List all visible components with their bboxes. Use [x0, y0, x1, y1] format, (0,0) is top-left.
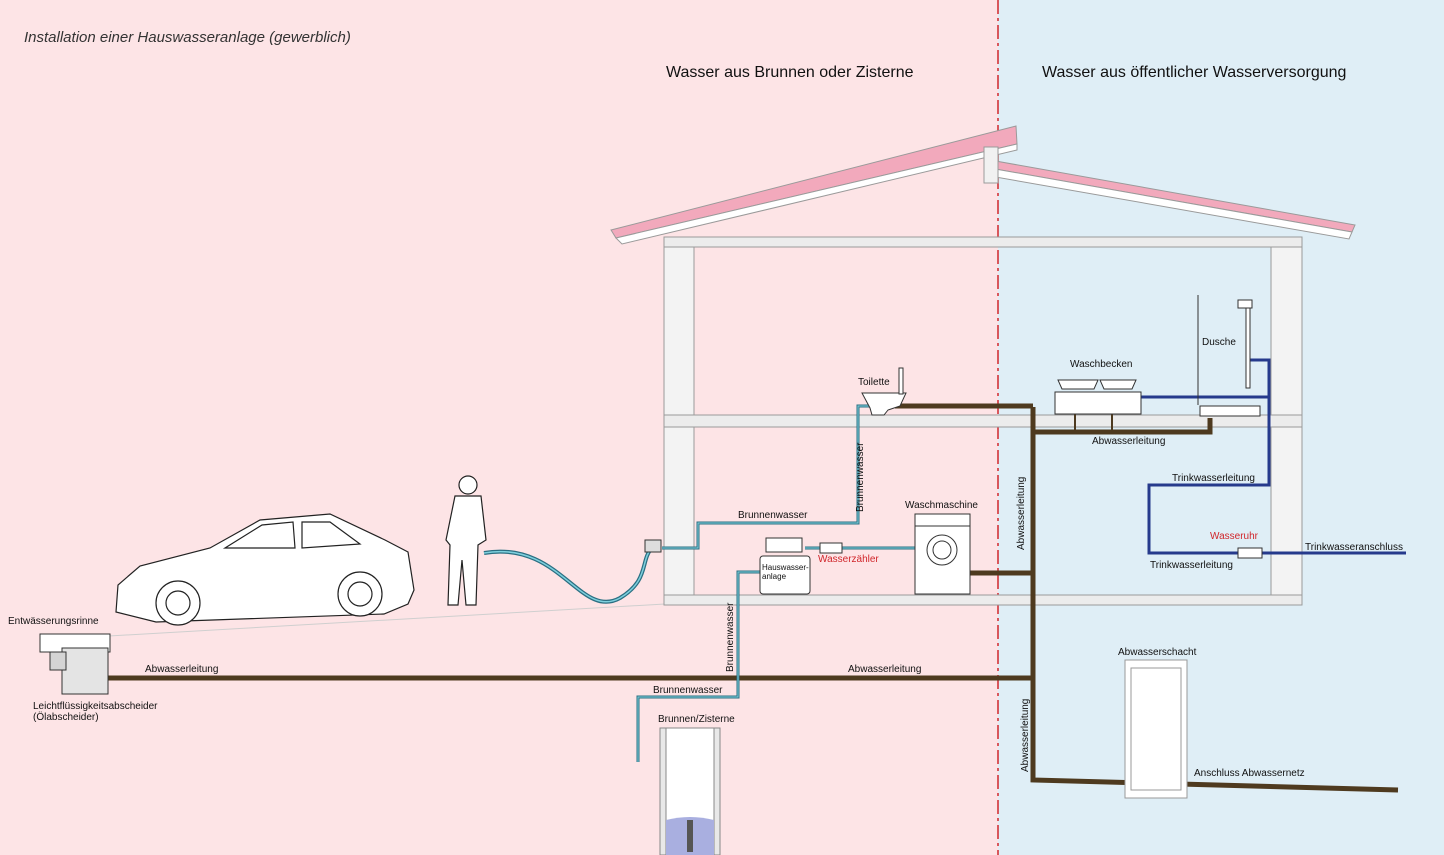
outdoor-tap — [644, 539, 662, 553]
well-pipe-ground-inner — [637, 571, 760, 762]
water-meter-icon — [819, 542, 1263, 559]
label-leichtfluessig-1: Leichtflüssigkeitsabscheider — [33, 701, 158, 712]
shower-head — [1237, 299, 1253, 309]
shower-pole — [1245, 307, 1251, 389]
drink-pipe — [1147, 358, 1406, 555]
label-brunnenwasser-house: Brunnenwasser — [738, 510, 808, 521]
car-window-rear — [301, 521, 362, 549]
label-abwasserschacht: Abwasserschacht — [1118, 647, 1197, 658]
house — [610, 125, 1356, 606]
label-toilette: Toilette — [858, 377, 890, 388]
waste-pipes — [108, 403, 1399, 793]
waste-pipe-vertical — [1030, 407, 1399, 793]
ground-floor — [663, 594, 1303, 606]
label-leichtfluessig-2: (Ölabscheider) — [33, 711, 99, 723]
pump-controller — [765, 537, 803, 553]
waste-pipe-upper — [1033, 418, 1213, 435]
label-abwasserleitung-mid: Abwasserleitung — [848, 664, 921, 675]
shower-tray — [1199, 405, 1261, 417]
zone-left-title: Wasser aus Brunnen oder Zisterne — [666, 64, 914, 81]
washing-machine-icon — [914, 513, 971, 595]
well-wall-left — [659, 727, 667, 855]
label-brunnenwasser-wc: Brunnenwasser — [855, 442, 866, 512]
label-abwasserleitung-vert-lower: Abwasserleitung — [1020, 699, 1031, 772]
sink-basin-2 — [1099, 379, 1137, 390]
person-with-hose-icon — [445, 475, 487, 606]
label-anschluss-abwassernetz: Anschluss Abwassernetz — [1194, 768, 1305, 779]
car-icon — [115, 513, 415, 626]
wall-right — [1270, 246, 1303, 416]
separator-side — [49, 651, 67, 671]
label-waschbecken: Waschbecken — [1070, 359, 1132, 370]
car-wheel-rear-hub — [347, 581, 373, 607]
diagram-title: Installation einer Hauswasseranlage (gew… — [24, 29, 351, 46]
label-trinkwasserleitung-upper: Trinkwasserleitung — [1172, 473, 1255, 484]
garden-hose-inner — [483, 547, 653, 603]
well-pipe-house-inner — [662, 405, 880, 549]
label-abwasserleitung-left: Abwasserleitung — [145, 664, 218, 675]
sink-basin-1 — [1057, 379, 1099, 390]
person-torso — [445, 495, 487, 606]
label-abwasserleitung-vert-upper: Abwasserleitung — [1016, 477, 1027, 550]
separator-body — [61, 647, 109, 695]
oil-separator — [39, 633, 111, 695]
wall-right-lower — [1270, 426, 1303, 596]
toilet-bowl — [861, 392, 907, 416]
zone-right-title: Wasser aus öffentlicher Wasserversorgung — [1042, 64, 1346, 81]
shower-icon — [1197, 295, 1261, 417]
middle-floor — [663, 414, 1303, 428]
label-wasserzaehler: Wasserzähler — [818, 554, 879, 565]
toilet-icon — [861, 367, 907, 416]
waste-shaft-outer — [1124, 659, 1188, 799]
waste-shaft-inner — [1130, 667, 1182, 791]
waste-shaft — [1124, 659, 1188, 799]
label-waschmaschine: Waschmaschine — [905, 500, 978, 511]
toilet-pipe — [898, 367, 904, 395]
label-trinkwasseranschluss: Trinkwasseranschluss — [1305, 542, 1403, 553]
label-trinkwasserleitung-lower: Trinkwasserleitung — [1150, 560, 1233, 571]
label-brunnen-zisterne: Brunnen/Zisterne — [658, 714, 735, 725]
car-wheel-front-hub — [165, 590, 191, 616]
pump-icon — [759, 537, 811, 595]
pump-tank — [759, 555, 811, 595]
well-cistern — [659, 727, 721, 855]
sink-counter — [1054, 391, 1142, 415]
meter-well — [819, 542, 843, 554]
label-brunnenwasser-ground: Brunnenwasser — [653, 685, 723, 696]
sink-icon — [1054, 379, 1142, 415]
label-wasseruhr: Wasseruhr — [1210, 531, 1259, 542]
meter-drink — [1237, 547, 1263, 559]
label-brunnenwasser-vertical: Brunnenwasser — [725, 602, 736, 672]
car-window — [222, 521, 296, 549]
label-hauswasseranlage-2: anlage — [762, 572, 787, 581]
ceiling-slab — [663, 236, 1303, 248]
label-hauswasseranlage-1: Hauswasser- — [762, 563, 809, 572]
ground-slope — [39, 603, 666, 641]
upper-wall-piece — [983, 146, 999, 184]
person-head — [458, 475, 478, 495]
label-dusche: Dusche — [1202, 337, 1236, 348]
roof-left-underside — [615, 143, 1018, 245]
well-wall-right — [713, 727, 721, 855]
label-entwaesserungsrinne: Entwässerungsrinne — [8, 616, 99, 627]
washer-door-inner — [932, 540, 952, 560]
well-pump — [687, 820, 693, 852]
label-abwasserleitung-upper: Abwasserleitung — [1092, 436, 1165, 447]
